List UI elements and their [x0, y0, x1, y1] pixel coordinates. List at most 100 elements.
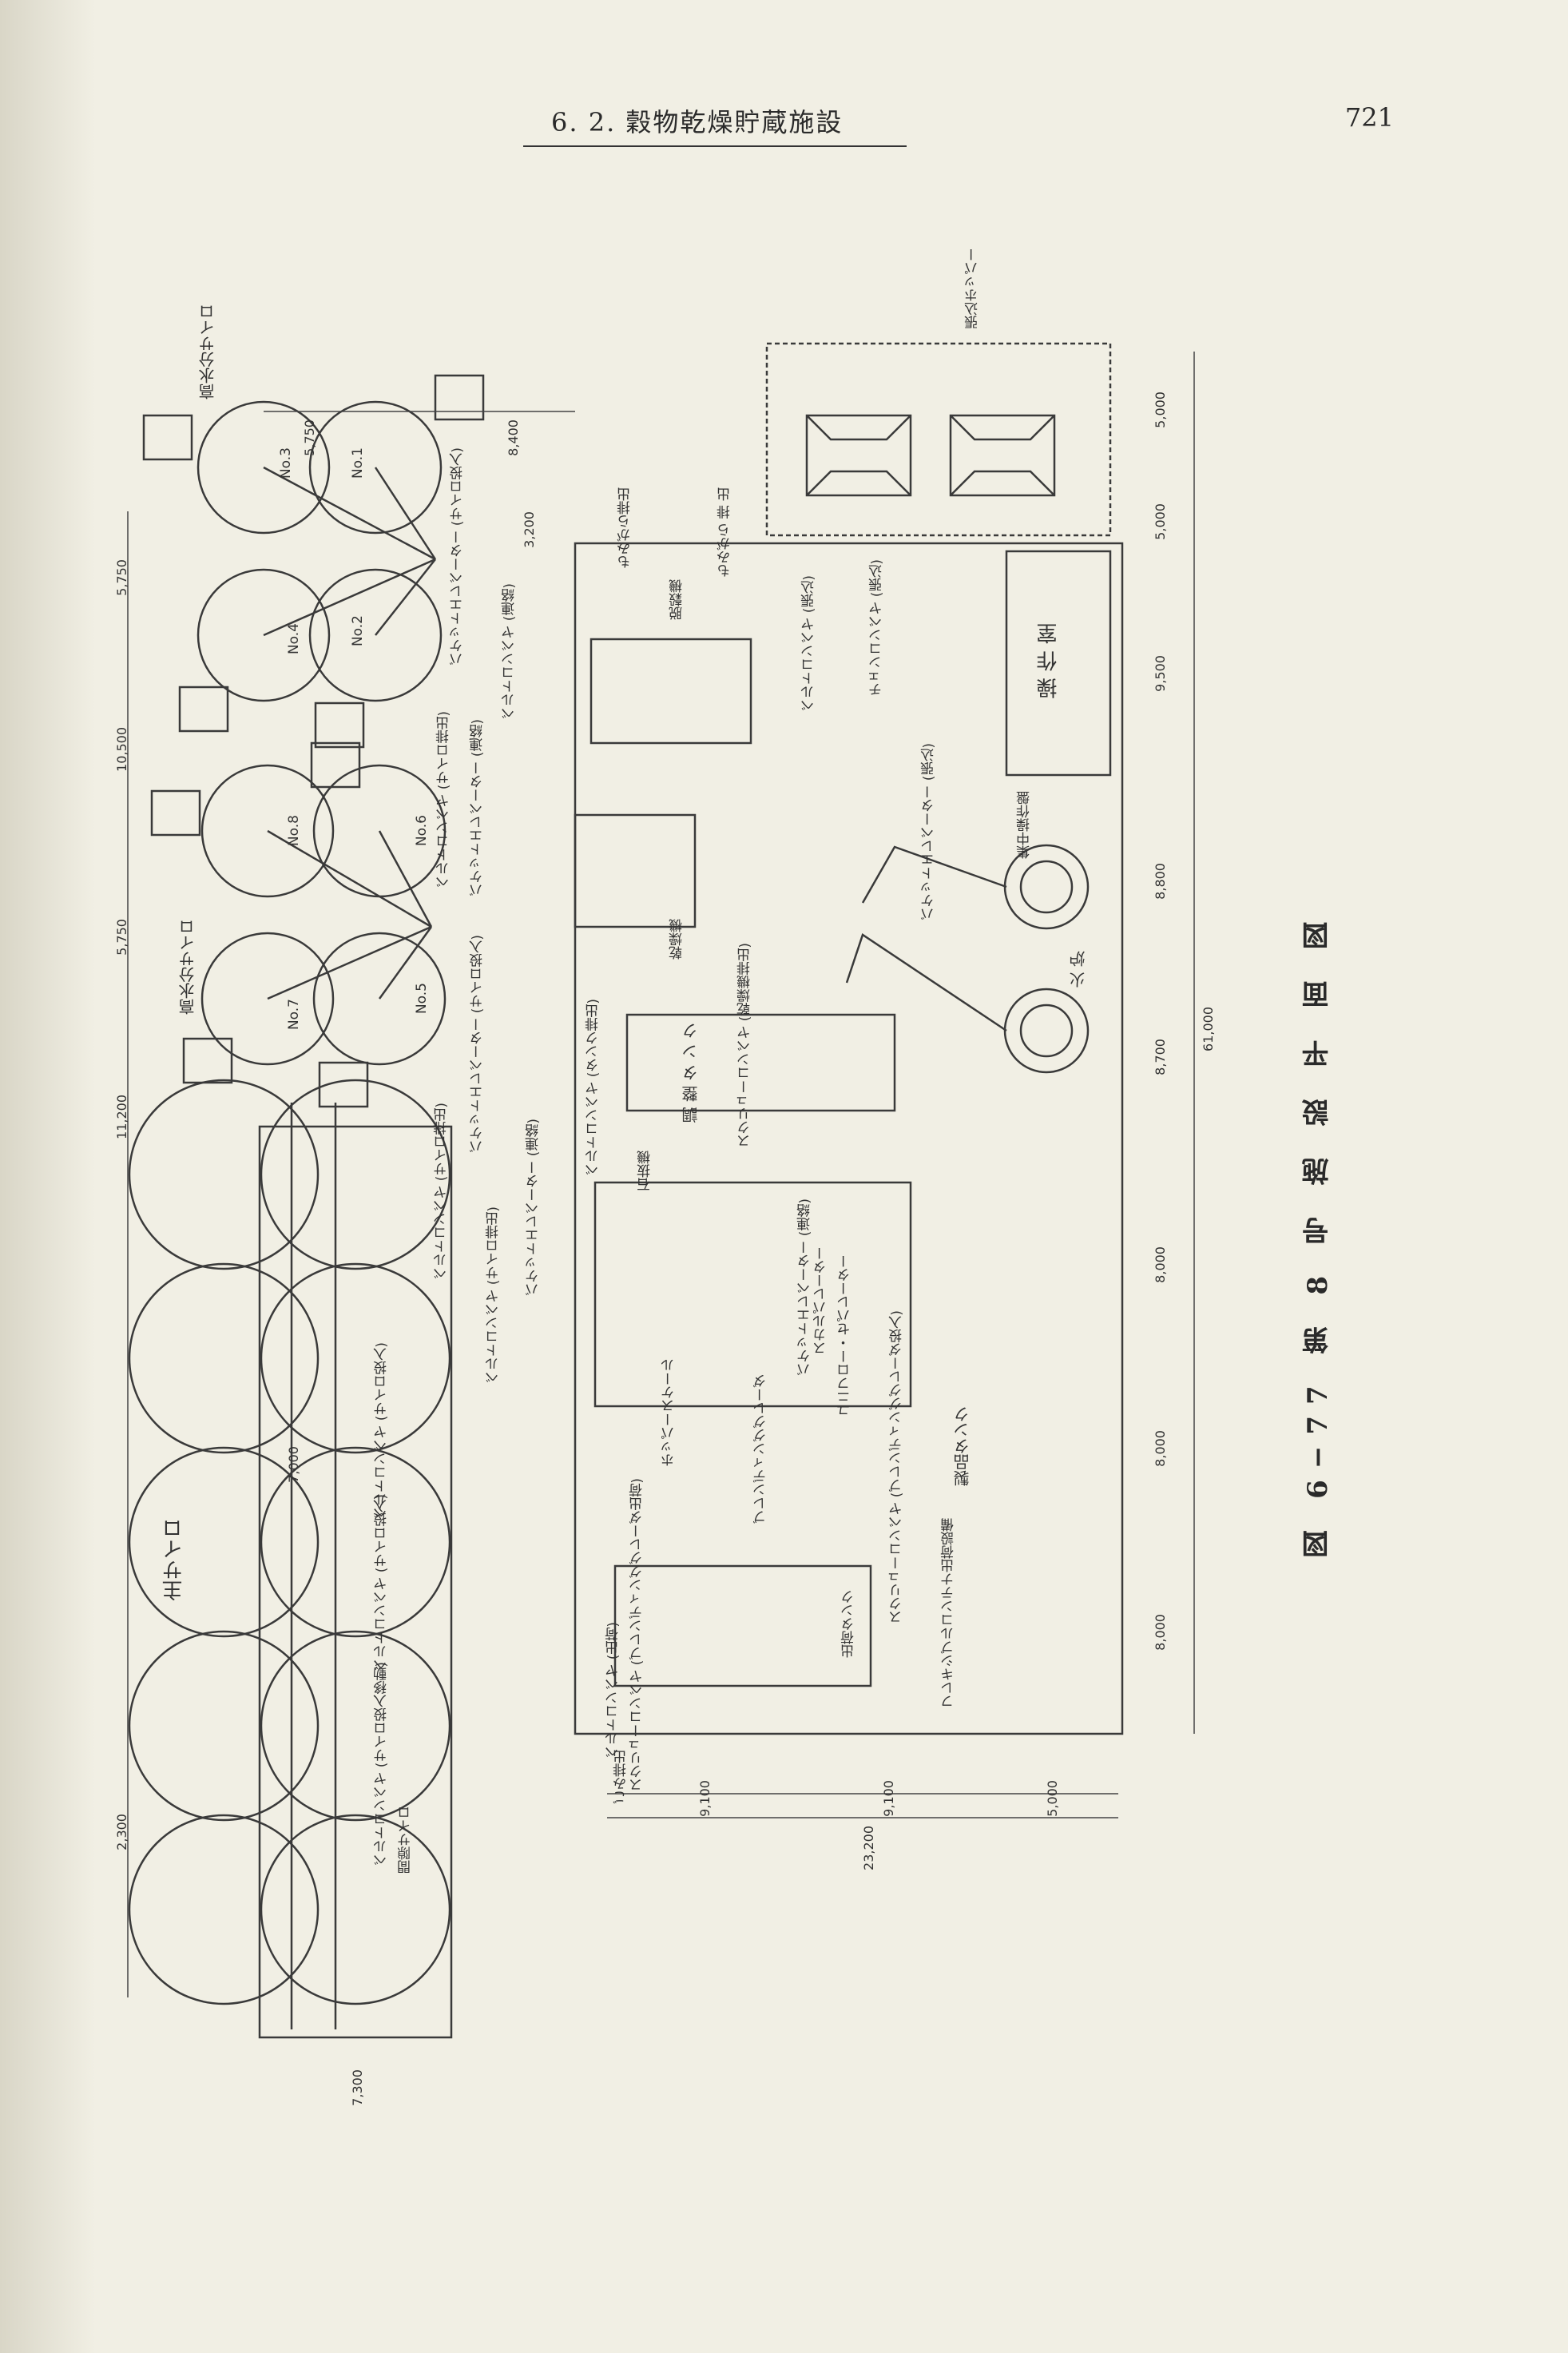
label-bucket-elevator: バケットエレベーター (連絡) — [797, 1198, 813, 1377]
label-flexible-container: フレキシブルコンテナ出荷設備 — [941, 1518, 957, 1708]
dimension: 3,200 — [522, 511, 537, 548]
figure-caption: 図 6−77 第 8 号 施 設 平 面 図 — [1302, 911, 1334, 1558]
label-product-tank: 製品タンク — [953, 1406, 972, 1486]
label-bucket-elevator: バケットエレベーター (連絡) — [470, 719, 486, 897]
page-number: 721 — [1344, 102, 1394, 133]
page-shadow — [0, 0, 96, 2353]
silo-no2 — [308, 568, 443, 702]
main-silo-label: 主サイロ — [162, 1518, 186, 1601]
furnace-2 — [1003, 988, 1090, 1074]
dimension: 9,500 — [1153, 655, 1168, 692]
receiving-pit — [765, 342, 1112, 537]
shipping-area — [613, 1564, 872, 1687]
label-screw-conveyor: スクリューコンベヤ (乾燥機排出) — [737, 943, 753, 1148]
silo-no3 — [196, 400, 331, 535]
conditioning-tank — [625, 1013, 896, 1112]
silo-no7 — [200, 932, 335, 1066]
main-building — [574, 542, 1124, 1735]
label-control-room: 操 作 室 — [1037, 623, 1061, 699]
label-hopper: 張込ホッパー — [965, 248, 981, 329]
silo-number: No.3 — [278, 447, 294, 479]
silo-number: No.1 — [350, 447, 366, 479]
dimension: 7,300 — [350, 2069, 365, 2106]
dimension: 9,100 — [881, 1780, 896, 1817]
label-bucket-elevator: バケットエレベーター (連絡) — [526, 1119, 542, 1297]
silo-number: No.4 — [286, 623, 302, 655]
label-scalper: スカルパレーター — [813, 1246, 829, 1355]
label-stone-remover: 石抜機 — [637, 1151, 653, 1191]
label-belt-conveyor: ベルトコンベヤ (連絡) — [502, 583, 518, 721]
label-uniflow: ユニフロー・セパレーター — [837, 1254, 853, 1417]
dimension: 5,750 — [114, 559, 129, 596]
receiving-hopper-1 — [805, 414, 912, 497]
silo-no4 — [196, 568, 331, 702]
label-chain-conveyor: チェンコンベヤ (張込) — [869, 559, 885, 697]
dimension: 8,000 — [1153, 1614, 1168, 1651]
label-hopper-scale: ホッパースケール — [661, 1358, 677, 1467]
label-belt-conveyor: ベルトコンベヤ (出荷) — [605, 1622, 621, 1759]
silo-cap — [434, 374, 485, 421]
silo-cap — [142, 414, 193, 461]
silo-number: No.2 — [350, 615, 366, 647]
control-room — [1005, 550, 1112, 777]
silo-cap — [182, 1037, 233, 1084]
header-rule — [523, 145, 907, 147]
silo-cap — [178, 686, 229, 733]
silo-number: No.8 — [286, 815, 302, 847]
label-belt-conveyor: ベルトコンベヤ (サイロ投入) — [374, 1494, 390, 1672]
silo-number: No.5 — [414, 983, 430, 1015]
high-silo-label-bottom: 高水分サイロ — [178, 919, 197, 1015]
dimension: 10,500 — [114, 727, 129, 772]
label-shipping-tank: 出荷タンク — [841, 1590, 857, 1658]
silo-no1 — [308, 400, 443, 535]
furnace-1-inner — [1019, 860, 1074, 914]
dimension: 8,400 — [506, 419, 521, 456]
silo-cap — [150, 789, 201, 837]
label-blending-grader: ブレンディンググレーダ — [753, 1374, 769, 1524]
silo-number: No.7 — [286, 999, 302, 1031]
high-silo-label-top: 高水分サイロ — [198, 304, 217, 399]
label-husk-out: もみがら 排 出 — [717, 487, 733, 578]
dimension: 5,000 — [1153, 503, 1168, 540]
dimension: 8,000 — [1153, 1246, 1168, 1283]
dimension: 5,750 — [114, 919, 129, 956]
label-bucket-elevator: バケットエレベーター (サイロ投入) — [470, 935, 486, 1154]
dimension: 8,700 — [1153, 1039, 1168, 1075]
grading-area — [593, 1181, 912, 1408]
receiving-hopper-2 — [949, 414, 1056, 497]
label-huller: 脱穀機 — [669, 579, 685, 620]
huller-block — [589, 638, 752, 745]
silo-no5 — [312, 932, 447, 1066]
dimension: 9,100 — [697, 1780, 713, 1817]
section-title: 6. 2. 穀物乾燥貯蔵施設 — [551, 107, 844, 137]
label-dust-out: ごみ排出 — [613, 1750, 629, 1804]
label-conditioning-tank: 調 整 タ ン ク — [681, 1023, 701, 1123]
label-intermediate-silo: 間隙サイロ — [398, 1806, 414, 1874]
label-screw-conveyor: スクリューコンベヤ (ブレンディンググレーダ出荷) — [629, 1478, 645, 1792]
dimension: 2,300 — [114, 1814, 129, 1850]
dimension: 5,000 — [1153, 392, 1168, 428]
label-belt-conveyor: ベルトコンベヤ (サイロ投入移動) — [374, 1662, 390, 1867]
label-belt-conveyor: ベルトコンベヤ (タンク排出) — [586, 999, 601, 1177]
dryer-block — [574, 813, 697, 928]
silo-number: No.6 — [414, 815, 430, 847]
label-belt-conveyor: ベルトコンベヤ (張込) — [801, 575, 817, 713]
label-bucket-elevator: バケットエレベーター (サイロ投入) — [450, 447, 466, 666]
dimension: 7,000 — [286, 1446, 301, 1483]
dimension: 11,200 — [114, 1095, 129, 1139]
label-control-panel: 集中操作盤 — [1017, 791, 1033, 859]
furnace-2-inner — [1019, 1004, 1074, 1058]
silo-cap — [318, 1061, 369, 1108]
label-belt-conveyor: ベルトコンベヤ (サイロ排出) — [486, 1206, 502, 1385]
dimension-total: 61,000 — [1201, 1007, 1216, 1051]
label-furnace: 火 炉 — [1069, 951, 1088, 988]
label-belt-conveyor: ベルトコンベヤ (サイロ排出) — [434, 1103, 450, 1281]
label-screw-conveyor: スクリューコンベヤ (ブレンディンググレーダ投入) — [889, 1310, 905, 1624]
label-belt-conveyor: ベルトコンベヤ (サイロ排出) — [436, 711, 452, 889]
label-husk-out: もみがら排出 — [617, 487, 633, 569]
silo-no8 — [200, 764, 335, 898]
dimension-total: 23,200 — [861, 1826, 876, 1870]
label-dryer: 乾燥機 — [669, 919, 685, 960]
dimension: 8,000 — [1153, 1430, 1168, 1467]
